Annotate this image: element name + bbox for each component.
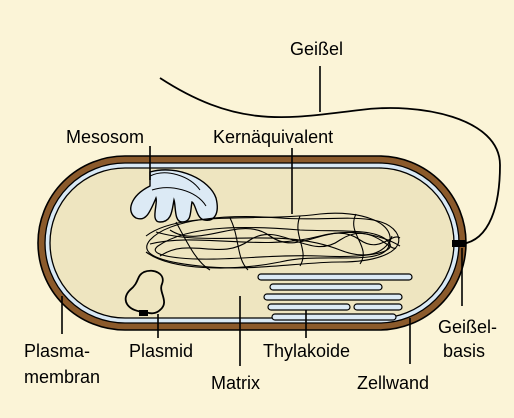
label-plasmamembran-line1: Plasma- (24, 341, 90, 361)
label-mesosom: Mesosom (66, 127, 144, 147)
label-zellwand: Zellwand (357, 373, 429, 393)
plasmid-marker (139, 310, 148, 316)
label-geisselbasis-line2: basis (443, 341, 485, 361)
flagellum-base (452, 240, 466, 247)
label-plasmid: Plasmid (129, 341, 193, 361)
label-geisselbasis-line1: Geißel- (438, 317, 497, 337)
label-geissel: Geißel (290, 39, 343, 59)
label-thylakoide: Thylakoide (263, 341, 350, 361)
label-matrix: Matrix (211, 373, 260, 393)
label-kernaequivalent: Kernäquivalent (213, 127, 333, 147)
label-plasmamembran-line2: membran (24, 367, 100, 387)
